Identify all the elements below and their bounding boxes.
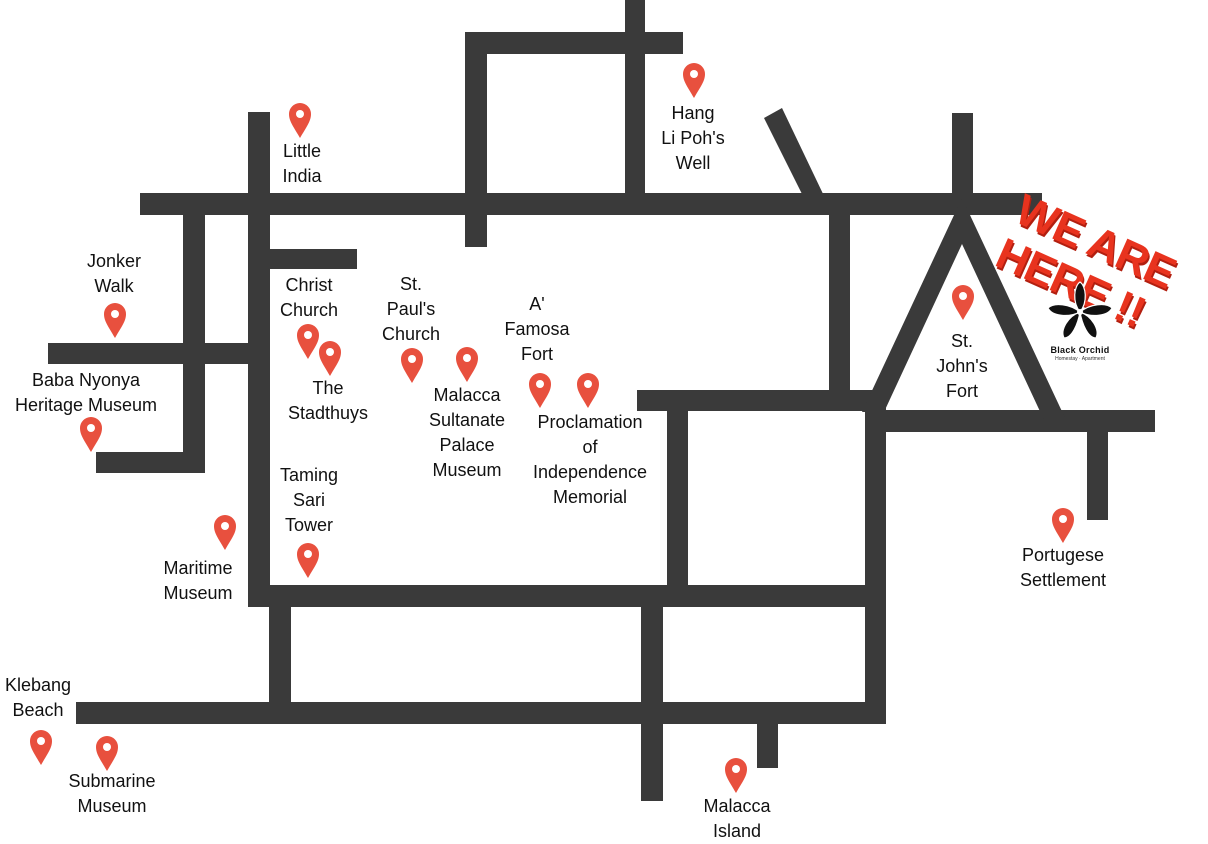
pin-klebang[interactable] <box>30 730 52 765</box>
label-maritime: Maritime Museum <box>163 558 233 603</box>
logo-brand-name: Black Orchid <box>1050 345 1110 355</box>
pin-maritime[interactable] <box>214 515 236 550</box>
pin-christ-church[interactable] <box>297 324 319 359</box>
pin-submarine[interactable] <box>96 736 118 771</box>
label-hang-li-poh: Hang Li Poh's Well <box>661 103 725 173</box>
pin-a-famosa[interactable] <box>529 373 551 408</box>
label-klebang: Klebang Beach <box>4 675 72 720</box>
label-st-johns: St. John's Fort <box>936 331 988 401</box>
label-st-pauls: St. Paul's Church <box>381 274 441 344</box>
label-malacca-island: Malacca Island <box>703 796 771 841</box>
label-little-india: Little India <box>282 141 322 186</box>
label-proclamation: Proclamation of Independence Memorial <box>532 412 648 507</box>
label-baba-nyonya: Baba Nyonya Heritage Museum <box>14 370 158 415</box>
label-submarine: Submarine Museum <box>68 771 156 816</box>
label-a-famosa: A' Famosa Fort <box>504 294 570 364</box>
label-christ-church: Christ Church <box>279 275 339 320</box>
roads <box>48 0 1155 801</box>
label-sultanate-palace: Malacca Sultanate Palace Museum <box>428 385 506 480</box>
label-taming-sari: Taming Sari Tower <box>279 465 339 535</box>
logo-tagline: Homestay · Apartment <box>1055 356 1105 362</box>
pin-jonker-walk[interactable] <box>104 303 126 338</box>
pin-st-pauls[interactable] <box>401 348 423 383</box>
label-stadthuys: The Stadthuys <box>287 378 369 423</box>
pin-hang-li-poh[interactable] <box>683 63 705 98</box>
pin-portugese[interactable] <box>1052 508 1074 543</box>
orchid-flower-icon <box>1047 281 1113 339</box>
pin-taming-sari[interactable] <box>297 543 319 578</box>
label-portugese: Portugese Settlement <box>1019 545 1107 590</box>
pin-stadthuys[interactable] <box>319 341 341 376</box>
pin-baba-nyonya[interactable] <box>80 417 102 452</box>
pin-st-johns[interactable] <box>952 285 974 320</box>
pin-malacca-island[interactable] <box>725 758 747 793</box>
pin-sultanate-palace[interactable] <box>456 347 478 382</box>
black-orchid-logo: Black Orchid Homestay · Apartment <box>1040 280 1120 370</box>
label-jonker-walk: Jonker Walk <box>86 251 142 296</box>
pin-proclamation[interactable] <box>577 373 599 408</box>
pin-little-india[interactable] <box>289 103 311 138</box>
